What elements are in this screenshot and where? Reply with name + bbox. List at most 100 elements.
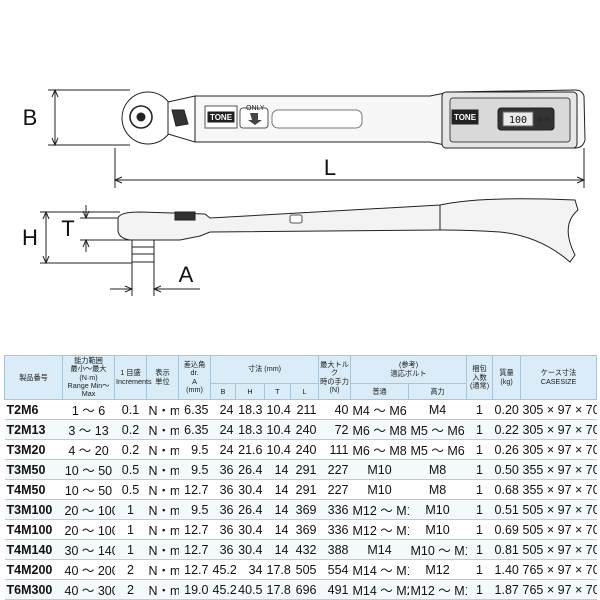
cell-dim-l: 696 [290, 579, 319, 600]
cell-increments: 0.5 [114, 479, 147, 501]
dimension-t [80, 205, 130, 252]
cell-pack-qty: 1 [466, 459, 493, 481]
cell-increments: 1 [114, 519, 147, 541]
wrench-top-labels: TONE ONLY TONE 100 N·m [210, 105, 550, 126]
cell-dim-b: 36 [210, 519, 236, 541]
cell-bolt-normal: M6 ～ M8 [350, 439, 409, 461]
cell-range: 4 ～ 20 [62, 439, 115, 461]
cell-dim-t: 14 [264, 519, 291, 541]
cell-max-hand-force: 554 [318, 559, 351, 581]
cell-dim-t: 10.4 [264, 439, 291, 461]
cell-increments: 1 [114, 499, 147, 521]
wrench-side-view [117, 198, 579, 263]
cell-model-number: T4M200 [4, 559, 63, 581]
cell-drive-size: 6.35 [178, 419, 211, 441]
cell-weight: 0.50 [492, 459, 521, 481]
display-unit: N·m [537, 117, 550, 124]
cell-weight: 1.40 [492, 559, 521, 581]
header-bolt-high: 高力 [408, 383, 468, 401]
cell-model-number: T4M140 [4, 539, 63, 561]
cell-dim-b: 24 [210, 439, 236, 461]
cell-bolt-high: M5 ～ M6 [408, 439, 467, 461]
cell-case-size: 505 × 97 × 70 [520, 519, 597, 541]
cell-dim-t: 14 [264, 459, 291, 481]
cell-model-number: T4M50 [4, 479, 63, 501]
cell-case-size: 355 × 97 × 70 [520, 459, 597, 481]
cell-dim-h: 30.4 [235, 519, 265, 541]
cell-drive-size: 9.5 [178, 439, 211, 461]
cell-drive-size: 19.0 [178, 579, 211, 600]
cell-weight: 0.81 [492, 539, 521, 561]
cell-pack-qty: 1 [466, 499, 493, 521]
cell-dim-h: 40.5 [235, 579, 265, 600]
cell-range: 40 ～ 300 [62, 579, 115, 600]
cell-bolt-normal: M12 ～ M14 [350, 499, 409, 521]
cell-drive-size: 6.35 [178, 399, 211, 421]
cell-max-hand-force: 227 [318, 479, 351, 501]
header-dimensions-group: 寸法 (mm) [209, 354, 320, 385]
cell-dim-b: 45.2 [210, 559, 236, 581]
cell-weight: 0.20 [492, 399, 521, 421]
brand-label-grip: TONE [454, 113, 477, 122]
cell-increments: 0.2 [114, 439, 147, 461]
cell-increments: 1 [114, 539, 147, 561]
cell-pack-qty: 1 [466, 539, 493, 561]
cell-dim-l: 369 [290, 499, 319, 521]
cell-unit: N・m [146, 459, 179, 481]
dimension-l [113, 148, 586, 188]
cell-pack-qty: 1 [466, 559, 493, 581]
header-dim-l: L [289, 383, 320, 401]
cell-dim-h: 21.6 [235, 439, 265, 461]
cell-bolt-normal: M10 [350, 479, 409, 501]
cell-dim-t: 10.4 [264, 399, 291, 421]
cell-bolt-high: M5 ～ M6 [408, 419, 467, 441]
header-range: 能力範囲最小～最大(N·m)Range Min～Max [62, 354, 115, 401]
cell-range: 10 ～ 50 [62, 479, 115, 501]
cell-weight: 0.68 [492, 479, 521, 501]
header-unit: 表示単位 [146, 354, 179, 401]
cell-dim-l: 291 [290, 479, 319, 501]
header-max-force: 最大トルク時の手力(N) [318, 354, 352, 401]
cell-model-number: T2M6 [4, 399, 63, 421]
cell-bolt-normal: M6 ～ M8 [350, 419, 409, 441]
cell-unit: N・m [146, 479, 179, 501]
cell-unit: N・m [146, 539, 179, 561]
cell-pack-qty: 1 [466, 519, 493, 541]
cell-dim-h: 30.4 [235, 539, 265, 561]
cell-increments: 0.5 [114, 459, 147, 481]
cell-bolt-normal: M14 [350, 539, 409, 561]
cell-model-number: T3M50 [4, 459, 63, 481]
cell-increments: 2 [114, 579, 147, 600]
cell-increments: 0.2 [114, 419, 147, 441]
only-mark: ONLY [246, 105, 265, 112]
torque-wrench-drawing: TONE ONLY TONE 100 N·m B L [22, 88, 586, 296]
cell-unit: N・m [146, 559, 179, 581]
cell-dim-l: 432 [290, 539, 319, 561]
cell-pack-qty: 1 [466, 419, 493, 441]
header-dim-h: H [235, 383, 265, 401]
cell-model-number: T6M300 [4, 579, 63, 600]
cell-max-hand-force: 388 [318, 539, 351, 561]
display-value: 100 [509, 115, 527, 126]
cell-dim-l: 291 [290, 459, 319, 481]
cell-bolt-high: M12 ～ M14 [408, 579, 467, 600]
cell-case-size: 765 × 97 × 70 [520, 579, 597, 600]
cell-bolt-high: M10 [408, 499, 467, 521]
cell-dim-t: 17.8 [264, 559, 291, 581]
cell-bolt-high: M8 [408, 479, 467, 501]
cell-range: 1 ～ 6 [62, 399, 115, 421]
cell-case-size: 305 × 97 × 70 [520, 419, 597, 441]
cell-case-size: 355 × 97 × 70 [520, 479, 597, 501]
cell-unit: N・m [146, 399, 179, 421]
cell-dim-h: 18.3 [235, 399, 265, 421]
